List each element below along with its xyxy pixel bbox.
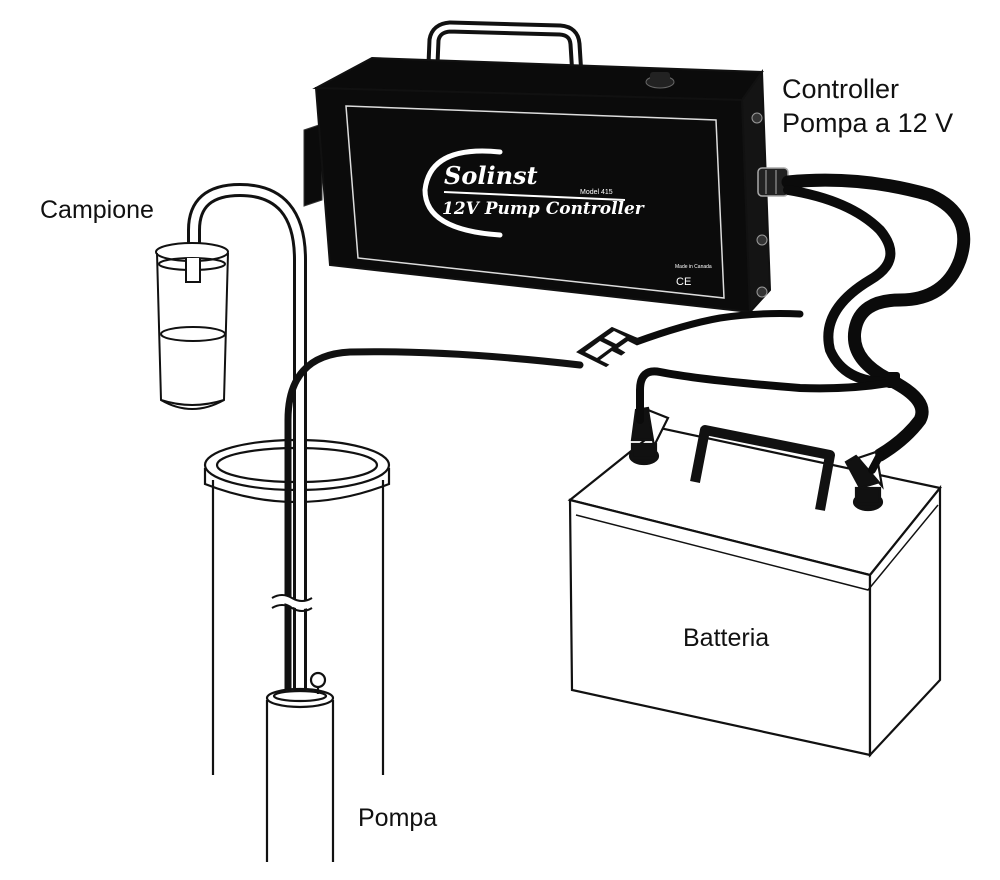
pump-controller-box: Solinst 12V Pump Controller Model 415 Ma… bbox=[303, 20, 789, 315]
pump-label: Pompa bbox=[358, 804, 438, 832]
pump-cable bbox=[284, 348, 584, 694]
ce-mark: CE bbox=[676, 276, 691, 288]
controller-cables bbox=[616, 173, 971, 462]
device-product: 12V Pump Controller bbox=[442, 199, 645, 219]
controller-label: Controller Pompa a 12 V bbox=[782, 72, 953, 140]
device-model: Model 415 bbox=[580, 189, 613, 196]
controller-label-line2: Pompa a 12 V bbox=[782, 108, 954, 138]
device-origin: Made in Canada bbox=[675, 264, 712, 270]
cable-break-mark bbox=[269, 594, 315, 612]
battery-label: Batteria bbox=[683, 624, 770, 652]
device-brand: Solinst bbox=[444, 161, 538, 190]
battery-clamp-cables bbox=[636, 406, 884, 474]
controller-label-line1: Controller bbox=[782, 74, 900, 104]
power-connector bbox=[576, 326, 642, 368]
sample-label: Campione bbox=[40, 196, 154, 224]
pump-body bbox=[265, 671, 335, 862]
sample-vial bbox=[155, 242, 229, 410]
battery bbox=[567, 406, 942, 758]
sample-tubing bbox=[187, 182, 307, 697]
